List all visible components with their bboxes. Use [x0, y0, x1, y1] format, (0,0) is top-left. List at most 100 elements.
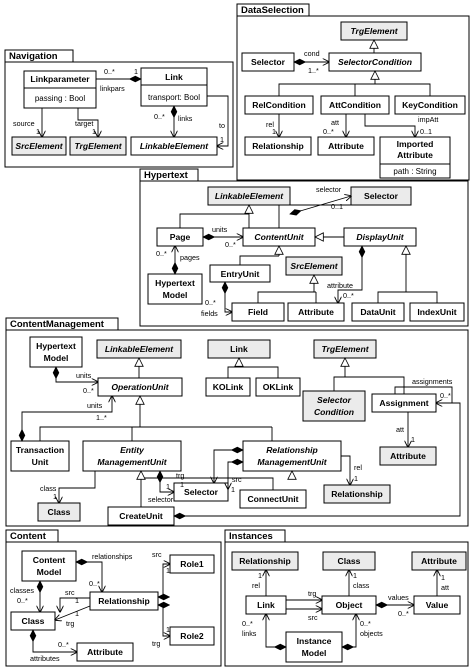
class-displayunit[interactable]: DisplayUnit [343, 227, 417, 247]
class-in-class[interactable]: Class [322, 551, 376, 571]
class-connectunit[interactable]: ConnectUnit [239, 489, 307, 509]
class-value[interactable]: Value [413, 595, 461, 615]
class-cm-hypertextmodel[interactable]: Hypertext Model [29, 336, 83, 368]
package-label-hypertext: Hypertext [144, 170, 189, 181]
class-transactionunit[interactable]: Transaction Unit [10, 440, 70, 472]
class-cm-class[interactable]: Class [37, 502, 81, 522]
class-cm-attribute[interactable]: Attribute [379, 446, 437, 466]
class-label-assignment: Assignment [379, 398, 428, 408]
class-assignment[interactable]: Assignment [371, 393, 437, 413]
class-label-ds-trgelement: TrgElement [350, 26, 398, 36]
class-cm-selectorcondition[interactable]: Selector Condition [302, 390, 366, 422]
class-contentunit[interactable]: ContentUnit [242, 227, 316, 247]
class-selectorcondition[interactable]: SelectorCondition [328, 52, 422, 72]
assoc-attributes [33, 630, 77, 652]
class-label-in-class: Class [338, 556, 361, 566]
class-indexunit[interactable]: IndexUnit [409, 302, 465, 322]
class-ht-srcelement[interactable]: SrcElement [285, 256, 343, 276]
class-ds-attribute[interactable]: Attribute [317, 136, 375, 156]
class-ht-selector[interactable]: Selector [350, 186, 412, 206]
mult-in-rel: 1 [258, 571, 262, 580]
mult-role2: 1 [166, 625, 170, 634]
class-operationunit[interactable]: OperationUnit [97, 377, 183, 397]
class-label-trgelement: TrgElement [74, 141, 122, 151]
class-trgelement[interactable]: TrgElement [69, 136, 127, 156]
class-page[interactable]: Page [156, 227, 204, 247]
class-ct-relationship[interactable]: Relationship [89, 591, 159, 611]
class-srcelement[interactable]: SrcElement [11, 136, 67, 156]
class-label-ds-selector: Selector [251, 57, 286, 67]
class-label-relationshipmanagementunit-2: ManagementUnit [257, 457, 327, 467]
mult-cm-trg: 1 [180, 480, 184, 489]
class-in-relationship[interactable]: Relationship [231, 551, 299, 571]
class-cm-trgelement[interactable]: TrgElement [313, 339, 377, 359]
class-relationshipmanagementunit[interactable]: Relationship ManagementUnit [242, 440, 342, 472]
class-label-relationshipmanagementunit-1: Relationship [266, 445, 318, 455]
class-entitymanagementunit[interactable]: Entity ManagementUnit [82, 440, 182, 472]
role-cm-rel: rel [354, 463, 362, 472]
role-fields: fields [201, 309, 218, 318]
role-in-trg: trg [308, 589, 316, 598]
role-att: att [331, 118, 339, 127]
class-role1[interactable]: Role1 [169, 554, 215, 574]
class-in-attribute[interactable]: Attribute [411, 551, 467, 571]
assoc-objects [342, 614, 356, 647]
class-instancemodel[interactable]: Instance Model [285, 631, 343, 663]
class-in-link[interactable]: Link [245, 595, 287, 615]
class-label-connectunit: ConnectUnit [247, 494, 298, 504]
role-in-class: class [353, 581, 370, 590]
class-linkableelement[interactable]: LinkableElement [130, 136, 218, 156]
class-label-instancemodel-2: Model [302, 648, 327, 658]
class-dataunit[interactable]: DataUnit [351, 302, 405, 322]
class-oklink[interactable]: OKLink [255, 377, 301, 397]
class-ht-hypertextmodel[interactable]: Hypertext Model [147, 273, 203, 305]
mult-ht-units: 0..* [225, 240, 236, 249]
role-values: values [388, 593, 409, 602]
role-attributes: attributes [30, 654, 60, 663]
class-attcondition[interactable]: AttCondition [320, 95, 390, 115]
class-cm-link[interactable]: Link [207, 339, 271, 359]
class-kolink[interactable]: KOLink [205, 377, 251, 397]
role-cm-src: src [232, 475, 242, 484]
role-impatt: impAtt [418, 115, 438, 124]
mult-target: 1 [92, 127, 96, 136]
class-label-contentmodel-1: Content [33, 555, 66, 565]
mult-assignments: 0..* [440, 391, 451, 400]
role-cm-units-a: units [76, 371, 92, 380]
class-label-cm-hypertextmodel-1: Hypertext [36, 341, 76, 351]
class-ht-attribute[interactable]: Attribute [287, 302, 345, 322]
mult-objects: 0..* [360, 619, 371, 628]
class-linkparameter[interactable]: Linkparameter passing : Bool [23, 70, 97, 109]
mult-relationships: 0..* [89, 579, 100, 588]
mult-rel: 1 [272, 127, 276, 136]
class-label-oklink: OKLink [263, 382, 294, 392]
class-ct-class[interactable]: Class [10, 611, 56, 631]
class-object[interactable]: Object [321, 595, 377, 615]
assoc-assignments [394, 386, 453, 403]
assoc-cm-rel [341, 455, 350, 485]
class-entryunit[interactable]: EntryUnit [209, 264, 271, 283]
class-cm-relationship[interactable]: Relationship [323, 484, 391, 504]
class-keycondition[interactable]: KeyCondition [394, 95, 466, 115]
class-label-cm-selector: Selector [184, 487, 219, 497]
class-ds-selector[interactable]: Selector [241, 52, 295, 72]
assoc-target [77, 108, 98, 137]
class-importedattribute[interactable]: Imported Attribute path : String [379, 136, 451, 179]
class-label-kolink: KOLink [213, 382, 244, 392]
package-label-instances: Instances [229, 531, 273, 542]
class-contentmodel[interactable]: Content Model [21, 550, 77, 582]
class-createunit[interactable]: CreateUnit [107, 506, 175, 526]
class-field[interactable]: Field [231, 302, 285, 322]
class-link[interactable]: Link transport: Bool [140, 67, 208, 107]
class-ds-relationship[interactable]: Relationship [244, 136, 312, 156]
class-ds-trgelement[interactable]: TrgElement [340, 21, 408, 41]
mult-source: 1 [36, 127, 40, 136]
role-objects: objects [360, 629, 383, 638]
class-cm-linkableelement[interactable]: LinkableElement [96, 339, 182, 359]
class-label-entitymanagementunit-1: Entity [120, 445, 145, 455]
class-ct-attribute[interactable]: Attribute [76, 642, 134, 662]
class-relcondition[interactable]: RelCondition [244, 95, 314, 115]
class-label-cm-selectorcondition-2: Condition [314, 407, 354, 417]
class-ht-linkableelement[interactable]: LinkableElement [207, 186, 291, 206]
class-role2[interactable]: Role2 [169, 626, 215, 646]
